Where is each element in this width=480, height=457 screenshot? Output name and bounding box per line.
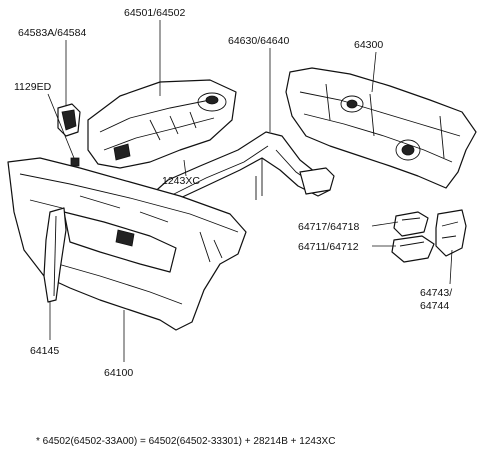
dash-panel-64300 [285, 67, 477, 189]
label-64711: 64711/64712 [298, 241, 359, 253]
bracket-64711 [391, 235, 435, 263]
label-64630: 64630/64640 [228, 35, 289, 47]
label-64300: 64300 [354, 39, 383, 51]
bracket-64583a [57, 103, 81, 137]
label-64717: 64717/64718 [298, 221, 359, 233]
side-member-64630 [149, 131, 335, 213]
label-1129ed: 1129ED [14, 81, 52, 93]
label-64743: 64743/ [420, 287, 452, 299]
label-64501: 64501/64502 [124, 7, 185, 19]
footnote: * 64502(64502-33A00) = 64502(64502-33301… [36, 436, 335, 447]
side-post-64145 [43, 207, 67, 303]
bracket-64717 [393, 211, 429, 237]
label-64744: 64744 [420, 300, 449, 312]
label-64100: 64100 [104, 367, 133, 379]
radiator-support-64100 [7, 157, 247, 331]
label-1243xc: 1243XC [162, 175, 200, 187]
label-64145: 64145 [30, 345, 59, 357]
bracket-64743 [435, 209, 467, 257]
leader-lines [47, 20, 453, 362]
fender-apron-64501 [87, 79, 237, 169]
label-64583a: 64583A/64584 [18, 27, 86, 39]
